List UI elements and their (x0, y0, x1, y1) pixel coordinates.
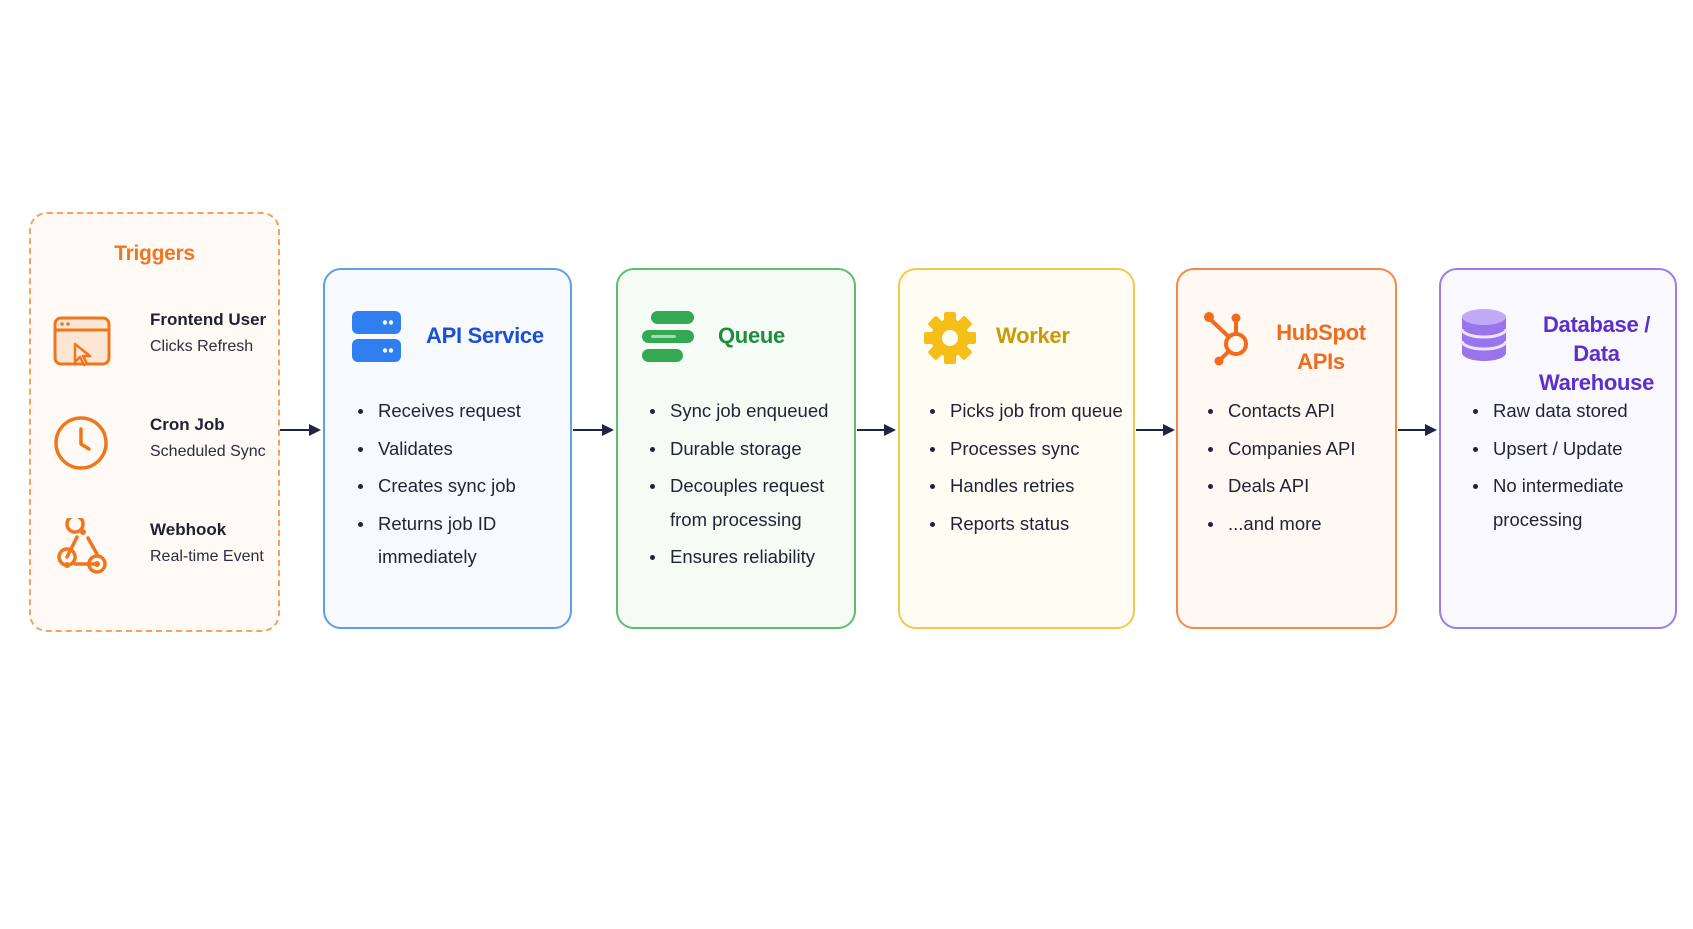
trigger-subtitle: Real-time Event (150, 548, 264, 565)
database-icon (1460, 308, 1508, 367)
list-item: Processes sync (928, 432, 1133, 466)
database-title-line2: Data Warehouse (1538, 341, 1655, 395)
api-service-list: Receives request Validates Creates sync … (356, 394, 566, 578)
database-box: Database / Data Warehouse Raw data store… (1439, 268, 1677, 629)
arrow-api-to-queue (573, 424, 614, 436)
list-item: Durable storage (648, 432, 853, 466)
triggers-title: Triggers (114, 242, 195, 265)
arrow-hubspot-to-database (1398, 424, 1437, 436)
database-title-line1: Database / (1542, 312, 1651, 337)
queue-list: Sync job enqueued Durable storage Decoup… (648, 394, 853, 578)
worker-list: Picks job from queue Processes sync Hand… (928, 394, 1133, 544)
trigger-subtitle: Clicks Refresh (150, 338, 254, 355)
list-item: Raw data stored (1471, 394, 1671, 428)
database-list: Raw data stored Upsert / Update No inter… (1471, 394, 1671, 540)
list-item: Deals API (1206, 469, 1396, 503)
list-item: Receives request (356, 394, 566, 428)
list-item: Picks job from queue (928, 394, 1133, 428)
list-item: Upsert / Update (1471, 432, 1671, 466)
hubspot-title-line1: HubSpot (1276, 320, 1366, 345)
database-title: Database / Data Warehouse (1519, 310, 1674, 397)
queue-box: Queue Sync job enqueued Durable storage … (616, 268, 856, 629)
list-item: Companies API (1206, 432, 1396, 466)
worker-header: Worker (900, 270, 1133, 364)
trigger-cron-job: Cron Job Scheduled Sync (53, 409, 273, 473)
trigger-webhook: Webhook Real-time Event (53, 514, 273, 578)
hubspot-apis-box: HubSpot APIs Contacts API Companies API … (1176, 268, 1397, 629)
list-item: Validates (356, 432, 566, 466)
list-item: ...and more (1206, 507, 1396, 541)
list-item: Decouples request from processing (648, 469, 845, 536)
list-item: Ensures reliability (648, 540, 853, 574)
triggers-group: Triggers Frontend User Clicks Refresh Cr… (29, 212, 280, 632)
hubspot-icon (1202, 308, 1256, 371)
worker-box: Worker Picks job from queue Processes sy… (898, 268, 1135, 629)
worker-title: Worker (996, 323, 1070, 348)
hubspot-list: Contacts API Companies API Deals API ...… (1206, 394, 1396, 544)
trigger-name: Frontend User (150, 310, 267, 329)
hubspot-title-line2: APIs (1297, 349, 1345, 374)
api-service-title: API Service (426, 323, 544, 348)
queue-header: Queue (618, 270, 854, 362)
list-item: Returns job ID immediately (356, 507, 528, 574)
clock-icon (53, 413, 113, 473)
list-item: Contacts API (1206, 394, 1396, 428)
arrow-triggers-to-api (280, 424, 321, 436)
list-item: No intermediate processing (1471, 469, 1648, 536)
trigger-name: Cron Job (150, 415, 225, 434)
database-header: Database / Data Warehouse (1441, 270, 1675, 395)
hubspot-header: HubSpot APIs (1178, 270, 1395, 374)
arrow-queue-to-worker (857, 424, 896, 436)
hubspot-title: HubSpot APIs (1261, 318, 1381, 376)
trigger-name: Webhook (150, 520, 227, 539)
trigger-frontend-user: Frontend User Clicks Refresh (53, 304, 273, 368)
list-item: Reports status (928, 507, 1133, 541)
gear-icon (922, 310, 978, 371)
api-service-header: API Service (325, 270, 570, 362)
list-item: Sync job enqueued (648, 394, 853, 428)
webhook-icon (53, 514, 113, 578)
server-icon (351, 310, 403, 369)
list-item: Creates sync job (356, 469, 566, 503)
api-service-box: API Service Receives request Validates C… (323, 268, 572, 629)
queue-icon (641, 310, 697, 369)
arrow-worker-to-hubspot (1136, 424, 1175, 436)
list-item: Handles retries (928, 469, 1133, 503)
browser-click-icon (53, 308, 113, 368)
queue-title: Queue (718, 323, 785, 348)
trigger-subtitle: Scheduled Sync (150, 443, 266, 460)
